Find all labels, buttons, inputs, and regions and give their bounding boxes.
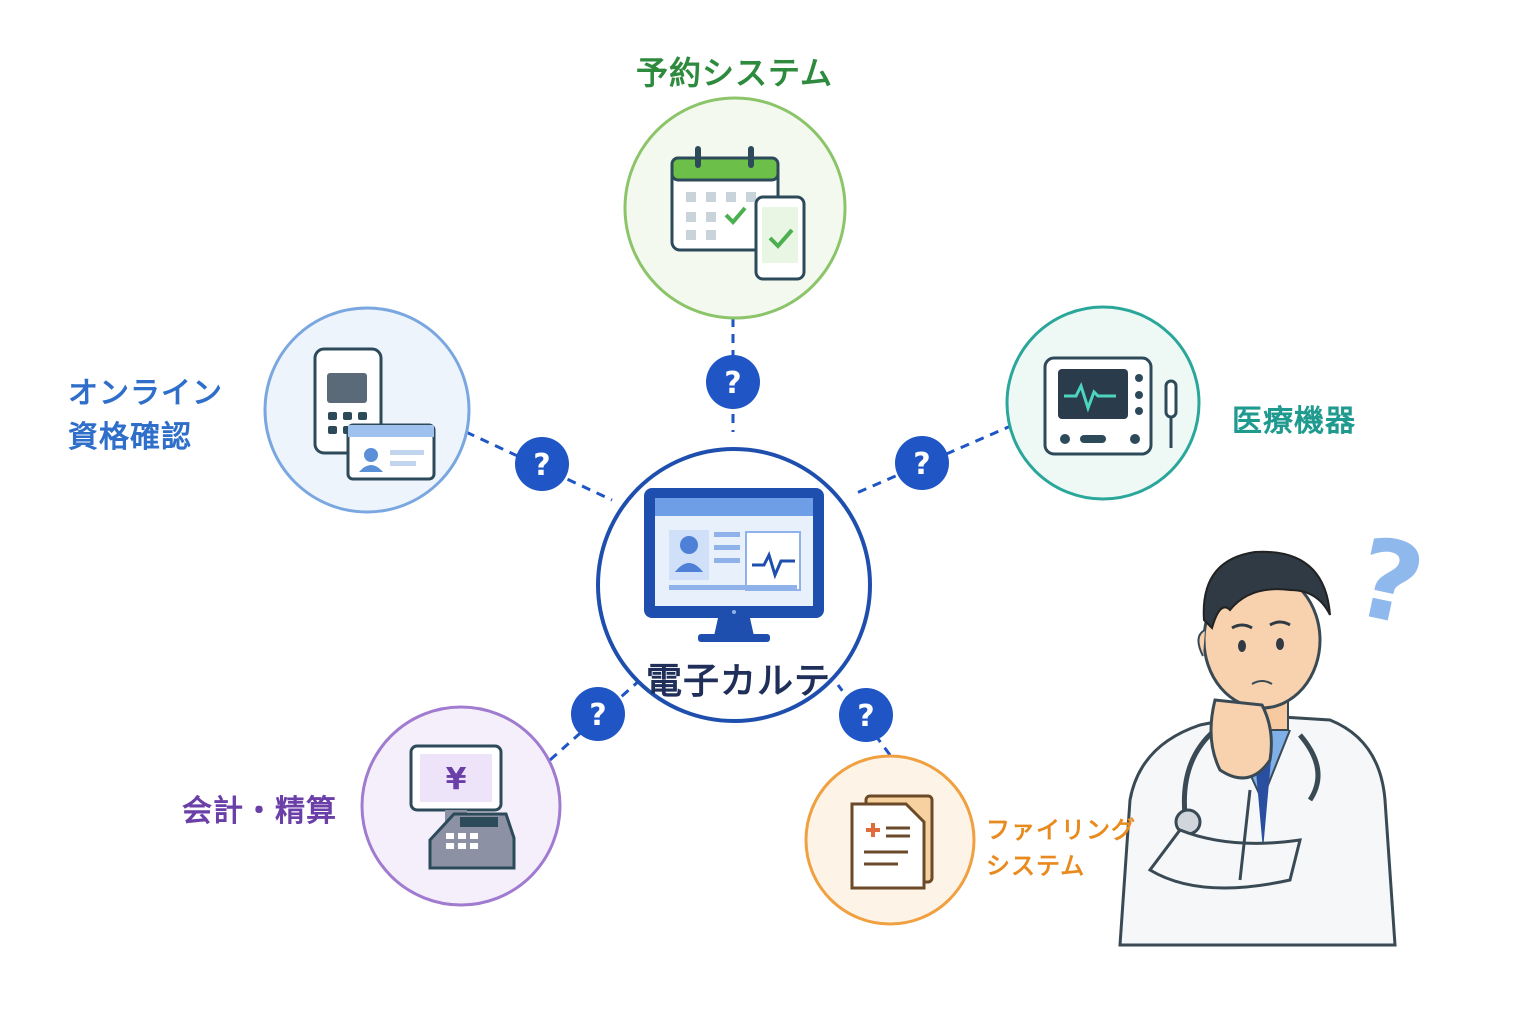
- badge-symbol: ?: [724, 366, 741, 401]
- badge-symbol: ?: [913, 447, 930, 482]
- node-filing: [804, 754, 976, 926]
- node-label-filing: ファイリング システム: [986, 816, 1136, 880]
- badge-symbol: ?: [533, 448, 550, 483]
- card-reader-id-card-icon: [313, 347, 436, 481]
- calendar-smartphone-icon: [670, 146, 806, 281]
- badge-reservation: ?: [706, 355, 760, 409]
- node-medical: [1005, 305, 1201, 501]
- node-reservation: [623, 96, 847, 320]
- cash-register-yen-icon: ¥: [409, 744, 516, 870]
- thought-question-mark: ?: [1345, 513, 1434, 651]
- node-label-medical: 医療機器: [1232, 404, 1356, 439]
- center-label: 電子カルテ: [646, 661, 832, 702]
- connector-billing: [549, 678, 641, 762]
- confused-doctor-illustration: ?: [1118, 513, 1434, 947]
- badge-filing: ?: [839, 688, 893, 742]
- badge-online: ?: [515, 437, 569, 491]
- node-online: [263, 306, 471, 514]
- connector-badges: ? ? ? ? ?: [515, 355, 949, 742]
- badge-medical: ?: [895, 436, 949, 490]
- badge-symbol: ?: [857, 699, 874, 734]
- node-label-reservation: 予約システム: [636, 54, 834, 92]
- node-center: [596, 447, 872, 723]
- badge-symbol: ?: [589, 698, 606, 733]
- node-billing: ¥: [360, 705, 562, 907]
- badge-billing: ?: [571, 687, 625, 741]
- patient-monitor-icon: [1043, 356, 1178, 456]
- node-label-online: オンライン 資格確認: [68, 376, 223, 455]
- medical-documents-icon: [850, 794, 934, 890]
- computer-monitor-icon: [644, 488, 824, 642]
- node-label-billing: 会計・精算: [182, 794, 337, 829]
- svg-text:¥: ¥: [446, 762, 467, 797]
